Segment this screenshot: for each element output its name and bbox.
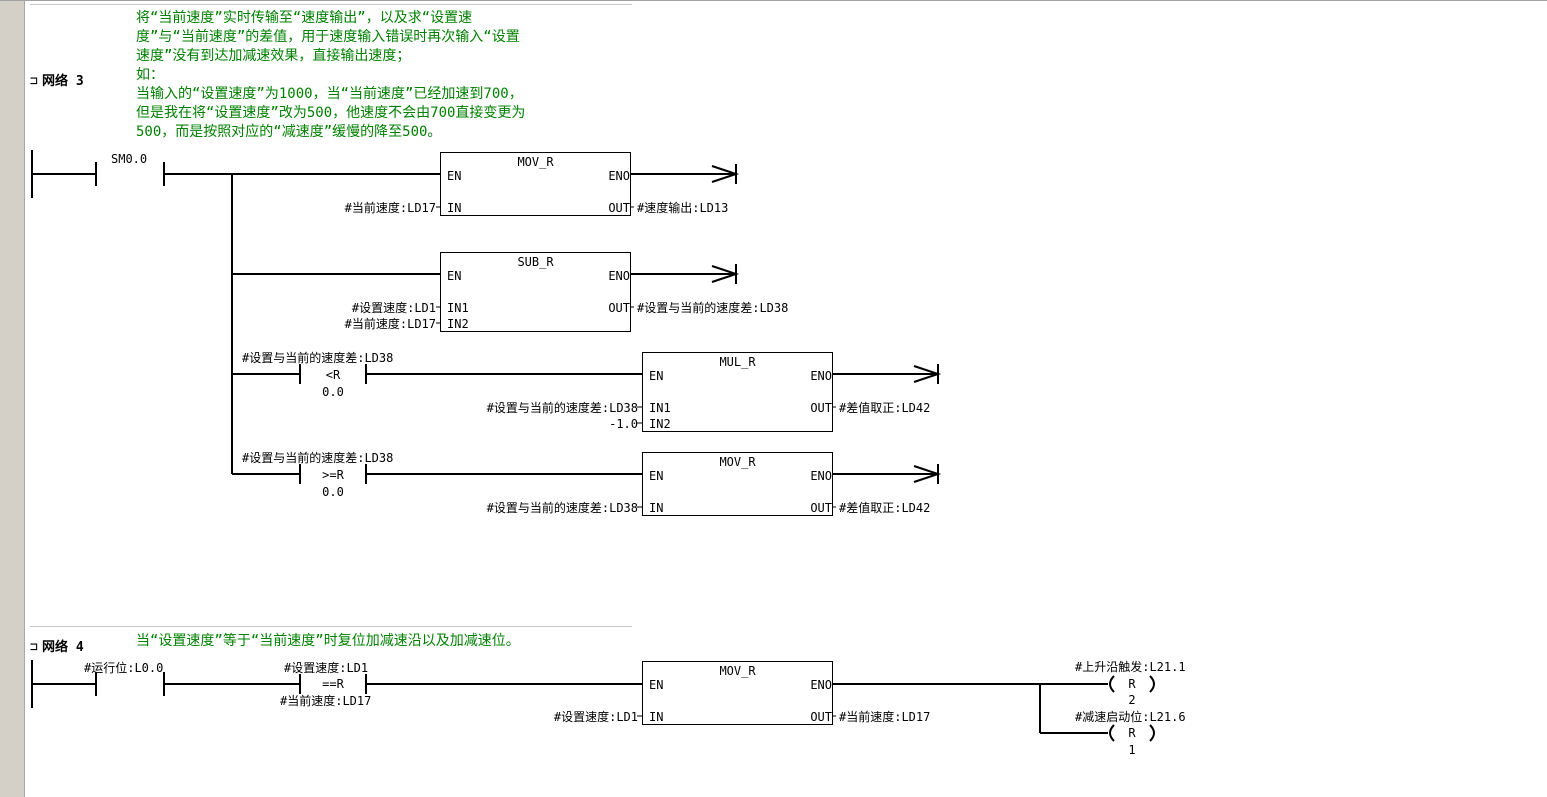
coil2-type: R: [1128, 726, 1136, 740]
collapse-icon[interactable]: ⊐: [30, 640, 38, 655]
mul-out-operand[interactable]: #差值取正:LD42: [839, 401, 931, 415]
contact-sm00-label: SM0.0: [111, 152, 148, 166]
sub-r-block[interactable]: SUB_R EN ENO IN1 IN2 OUT: [440, 252, 631, 332]
in1-pin: IN1: [447, 301, 469, 315]
network3-comment-line2: 度”与“当前速度”的差值，用于速度输入错误时再次输入“设置: [136, 29, 520, 45]
network3-comment-line1: 将“当前速度”实时传输至“速度输出”，以及求“设置速: [136, 10, 473, 26]
mul-r-block[interactable]: MUL_R EN ENO IN1 IN2 OUT: [642, 352, 833, 432]
block-title: MOV_R: [719, 455, 756, 469]
cmp-lt-operator: <R: [325, 368, 341, 382]
network4-separator: [30, 626, 632, 627]
cmp-lt-operand[interactable]: #设置与当前的速度差:LD38: [242, 351, 394, 365]
mul-in2-operand[interactable]: -1.0: [609, 417, 638, 431]
mov2-out-operand[interactable]: #差值取正:LD42: [839, 501, 931, 515]
collapse-icon[interactable]: ⊐: [30, 74, 38, 89]
network3-comment-line3: 速度”没有到达加减速效果，直接输出速度；: [136, 48, 411, 64]
mov1-out-operand[interactable]: #速度输出:LD13: [637, 201, 729, 215]
network4-label: 网络 4: [42, 640, 84, 655]
mov-r-block-3[interactable]: MOV_R EN ENO IN OUT: [642, 661, 833, 725]
block-title: MOV_R: [517, 155, 554, 169]
block-title: MOV_R: [719, 664, 756, 678]
cmp-ge-operator: >=R: [322, 468, 344, 482]
cmp-lt-constant[interactable]: 0.0: [322, 385, 344, 399]
network3-comment-line4: 如：: [136, 67, 164, 83]
eno-pin: ENO: [810, 678, 832, 692]
in1-pin: IN1: [649, 401, 671, 415]
block-title: SUB_R: [517, 255, 554, 269]
en-pin: EN: [649, 369, 664, 383]
network3-comment-line7: 500，而是按照对应的“减速度”缓慢的降至500。: [136, 124, 442, 140]
network3-comment-line6: 但是我在将“设置速度”改为500，他速度不会由700直接变更为: [136, 105, 526, 121]
cmp-eq-operator: ==R: [322, 677, 344, 691]
left-gutter: [0, 0, 25, 797]
mov2-in-operand[interactable]: #设置与当前的速度差:LD38: [486, 501, 638, 515]
en-pin: EN: [649, 678, 664, 692]
mov-r-block-1[interactable]: MOV_R EN ENO IN OUT: [440, 152, 631, 216]
cmp-eq-operand-top[interactable]: #设置速度:LD1: [284, 661, 369, 675]
network3-separator: [30, 4, 632, 5]
mov3-in-operand[interactable]: #设置速度:LD1: [553, 710, 638, 724]
coil1-count[interactable]: 2: [1128, 693, 1136, 707]
network3-label: 网络 3: [42, 74, 84, 89]
in-pin: IN: [649, 501, 664, 515]
out-pin: OUT: [810, 710, 832, 724]
cmp-ge-constant[interactable]: 0.0: [322, 485, 344, 499]
coil1-type: R: [1128, 677, 1136, 691]
out-pin: OUT: [810, 501, 832, 515]
en-pin: EN: [447, 269, 462, 283]
in2-pin: IN2: [649, 417, 671, 431]
coil2-count[interactable]: 1: [1128, 743, 1136, 757]
sub-in1-operand[interactable]: #设置速度:LD1: [351, 301, 436, 315]
in-pin: IN: [447, 201, 462, 215]
eno-pin: ENO: [810, 369, 832, 383]
network3-comment-line5: 当输入的“设置速度”为1000，当“当前速度”已经加速到700，: [136, 86, 523, 102]
contact-run-label[interactable]: #运行位:L0.0: [84, 661, 164, 675]
out-pin: OUT: [810, 401, 832, 415]
in-pin: IN: [649, 710, 664, 724]
eno-pin: ENO: [810, 469, 832, 483]
coil2-operand[interactable]: #减速启动位:L21.6: [1075, 710, 1186, 724]
cmp-eq-operand-bottom[interactable]: #当前速度:LD17: [280, 694, 372, 708]
sub-in2-operand[interactable]: #当前速度:LD17: [344, 317, 436, 331]
eno-pin: ENO: [608, 269, 630, 283]
out-pin: OUT: [608, 301, 630, 315]
mov3-out-operand[interactable]: #当前速度:LD17: [839, 710, 931, 724]
mov-r-block-2[interactable]: MOV_R EN ENO IN OUT: [642, 452, 833, 516]
mul-in1-operand[interactable]: #设置与当前的速度差:LD38: [486, 401, 638, 415]
network3-header[interactable]: ⊐ 网络 3: [30, 70, 84, 89]
in2-pin: IN2: [447, 317, 469, 331]
coil1-operand[interactable]: #上升沿触发:L21.1: [1075, 660, 1186, 674]
eno-pin: ENO: [608, 169, 630, 183]
sub-out-operand[interactable]: #设置与当前的速度差:LD38: [637, 301, 789, 315]
en-pin: EN: [649, 469, 664, 483]
block-title: MUL_R: [719, 355, 756, 369]
mov1-in-operand[interactable]: #当前速度:LD17: [344, 201, 436, 215]
top-border: [0, 0, 1547, 1]
cmp-ge-operand[interactable]: #设置与当前的速度差:LD38: [242, 451, 394, 465]
en-pin: EN: [447, 169, 462, 183]
network4-header[interactable]: ⊐ 网络 4: [30, 636, 84, 655]
network4-comment: 当“设置速度”等于“当前速度”时复位加减速沿以及加减速位。: [136, 633, 520, 649]
out-pin: OUT: [608, 201, 630, 215]
